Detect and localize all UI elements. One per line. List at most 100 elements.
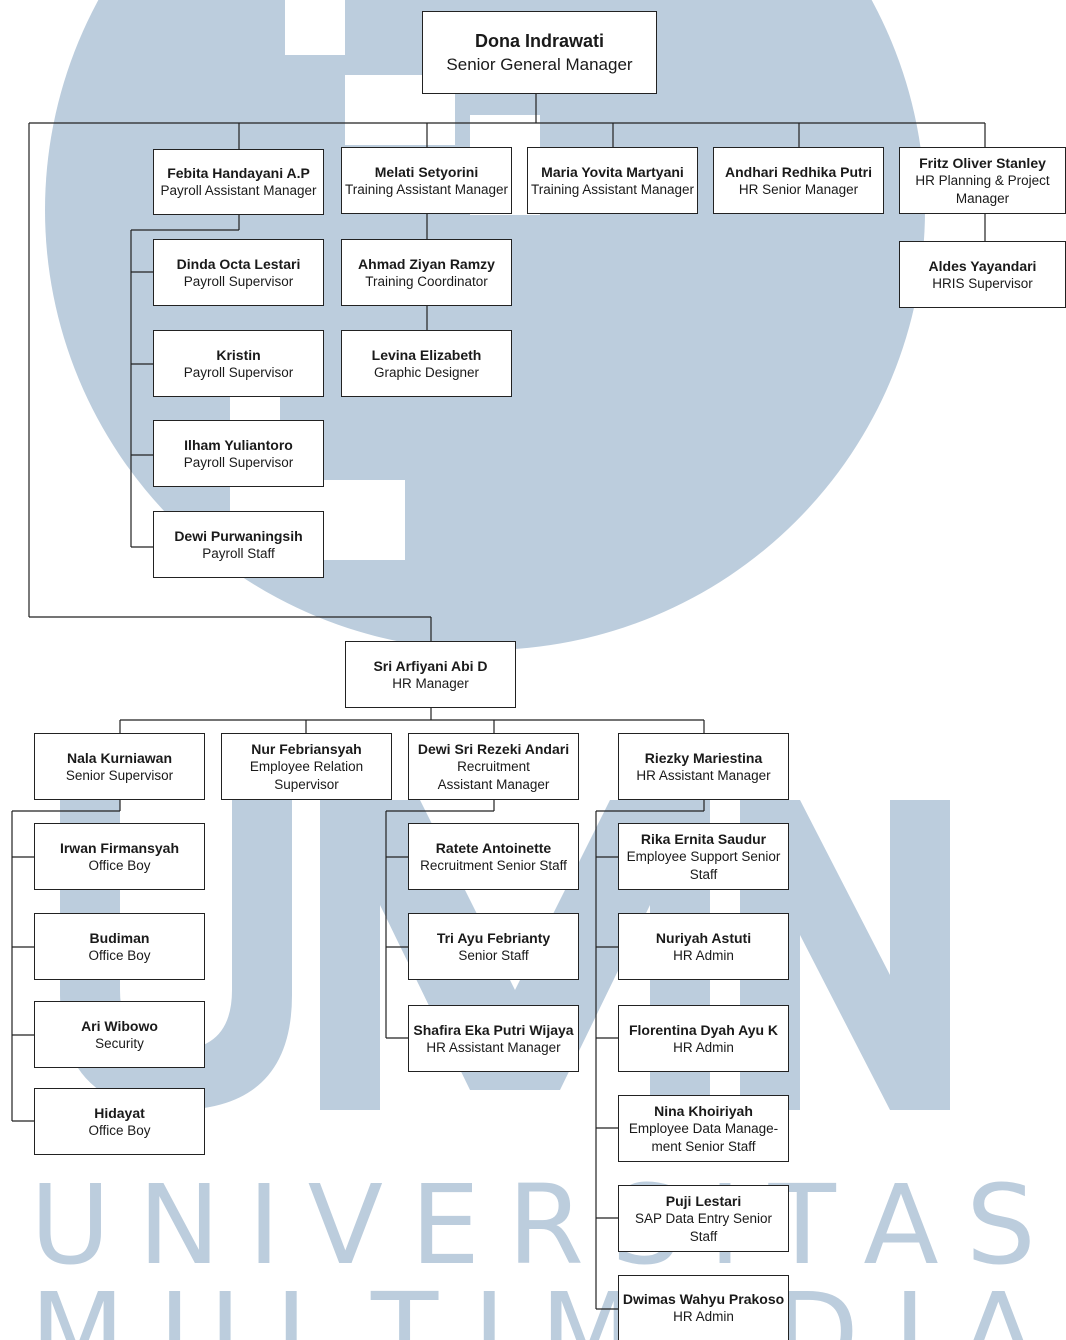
node-name: Rika Ernita Saudur (640, 830, 767, 847)
node-name: Budiman (89, 929, 150, 946)
node-name: Nina Khoiriyah (654, 1102, 753, 1119)
node-role: Senior Staff (458, 947, 529, 963)
node-role: Senior Supervisor (65, 767, 174, 783)
node-hr-manager: Sri Arfiyani Abi D HR Manager (345, 641, 516, 708)
node-role: Recruitment Assistant Manager (437, 758, 550, 792)
node-name: Ahmad Ziyan Ramzy (358, 255, 495, 272)
node-hr-senior-manager: Andhari Redhika Putri HR Senior Manager (713, 147, 884, 214)
node-role: Payroll Supervisor (183, 364, 294, 380)
node-hr-admin-1: Nuriyah Astuti HR Admin (618, 913, 789, 980)
node-security: Ari Wibowo Security (34, 1001, 205, 1068)
node-graphic-designer: Levina Elizabeth Graphic Designer (341, 330, 512, 397)
node-role: SAP Data Entry Senior Staff (634, 1210, 773, 1244)
node-name: Dewi Sri Rezeki Andari (417, 740, 570, 757)
node-role: Training Coordinator (365, 273, 488, 289)
node-role: Training Assistant Manager (344, 181, 509, 197)
node-role: Payroll Staff (202, 545, 275, 561)
node-name: Andhari Redhika Putri (724, 163, 873, 180)
node-role: HR Admin (673, 1039, 734, 1055)
node-senior-staff: Tri Ayu Febrianty Senior Staff (408, 913, 579, 980)
node-name: Nala Kurniawan (66, 749, 173, 766)
node-senior-supervisor: Nala Kurniawan Senior Supervisor (34, 733, 205, 800)
node-role: HR Admin (673, 1309, 734, 1324)
node-payroll-supervisor-1: Dinda Octa Lestari Payroll Supervisor (153, 239, 324, 306)
watermark-row1-letter: U (30, 1161, 111, 1289)
node-role: HRIS Supervisor (932, 275, 1033, 291)
node-employee-support-senior-staff: Rika Ernita Saudur Employee Support Seni… (618, 823, 789, 890)
node-name: Maria Yovita Martyani (541, 163, 684, 180)
node-name: Riezky Mariestina (644, 749, 763, 766)
watermark-row1-letter: N (138, 1161, 221, 1289)
node-hr-planning-project-manager: Fritz Oliver Stanley HR Planning & Proje… (899, 147, 1066, 214)
node-recruitment-assistant-manager: Dewi Sri Rezeki Andari Recruitment Assis… (408, 733, 579, 800)
node-hr-admin-3: Dwimas Wahyu Prakoso HR Admin (618, 1275, 789, 1340)
node-name: Puji Lestari (665, 1192, 742, 1209)
watermark-row2-letter: I (893, 1269, 926, 1340)
watermark-row2-letter: M (30, 1269, 125, 1340)
watermark-row1-letter: S (966, 1161, 1036, 1289)
node-senior-general-manager: Dona Indrawati Senior General Manager (422, 11, 657, 94)
node-name: Irwan Firmansyah (59, 839, 180, 856)
node-role: Payroll Supervisor (183, 454, 294, 470)
watermark-row1-letter: V (307, 1161, 383, 1289)
node-recruitment-senior-staff: Ratete Antoinette Recruitment Senior Sta… (408, 823, 579, 890)
node-name: Dona Indrawati (474, 30, 604, 51)
node-role: Employee Support Senior Staff (626, 848, 781, 882)
watermark-row2-letter: L (274, 1269, 337, 1340)
node-payroll-assistant-manager: Febita Handayani A.P Payroll Assistant M… (153, 149, 324, 215)
node-training-coordinator: Ahmad Ziyan Ramzy Training Coordinator (341, 239, 512, 306)
node-payroll-supervisor-3: Ilham Yuliantoro Payroll Supervisor (153, 420, 324, 487)
node-role: Payroll Assistant Manager (160, 183, 317, 198)
watermark-row1-letter: A (863, 1161, 939, 1289)
node-sap-data-entry-senior-staff: Puji Lestari SAP Data Entry Senior Staff (618, 1185, 789, 1252)
watermark-row2-letter: I (472, 1269, 506, 1340)
node-name: Kristin (216, 346, 261, 363)
node-role: Office Boy (88, 1122, 151, 1138)
node-hr-assistant-manager-2: Shafira Eka Putri Wijaya HR Assistant Ma… (408, 1005, 579, 1072)
watermark-row1-letter: I (247, 1161, 281, 1289)
node-role: Training Assistant Manager (530, 181, 695, 197)
node-name: Shafira Eka Putri Wijaya (413, 1021, 574, 1038)
node-payroll-staff: Dewi Purwaningsih Payroll Staff (153, 511, 324, 578)
node-name: Tri Ayu Febrianty (436, 929, 551, 946)
node-role: Payroll Supervisor (183, 273, 294, 289)
node-training-assistant-manager-1: Melati Setyorini Training Assistant Mana… (341, 147, 512, 214)
node-office-boy-3: Hidayat Office Boy (34, 1088, 205, 1155)
watermark-row1-letter: E (410, 1161, 480, 1289)
node-role: Employee Data Manage-ment Senior Staff (628, 1120, 779, 1154)
node-name: Aldes Yayandari (928, 257, 1037, 274)
node-name: Levina Elizabeth (371, 346, 482, 363)
node-role: Recruitment Senior Staff (420, 857, 567, 873)
node-role: Senior General Manager (446, 54, 633, 74)
node-name: Sri Arfiyani Abi D (373, 657, 488, 674)
node-name: Ratete Antoinette (435, 839, 552, 856)
node-role: HR Senior Manager (738, 181, 859, 197)
node-role: HR Manager (392, 675, 469, 691)
node-training-assistant-manager-2: Maria Yovita Martyani Training Assistant… (527, 147, 698, 214)
watermark-row2-letter: T (370, 1269, 439, 1340)
node-name: Nur Febriansyah (251, 740, 362, 757)
watermark-row2-letter: U (159, 1269, 241, 1340)
node-hr-assistant-manager: Riezky Mariestina HR Assistant Manager (618, 733, 789, 800)
node-name: Melati Setyorini (374, 163, 479, 180)
node-name: Dewi Purwaningsih (174, 527, 303, 544)
node-role: HR Assistant Manager (426, 1039, 561, 1055)
node-role: Security (95, 1035, 144, 1051)
node-role: Employee Relation Supervisor (249, 758, 364, 792)
node-payroll-supervisor-2: Kristin Payroll Supervisor (153, 330, 324, 397)
node-name: Hidayat (94, 1104, 145, 1121)
node-name: Florentina Dyah Ayu K (628, 1021, 779, 1038)
node-name: Febita Handayani A.P (167, 165, 310, 181)
node-role: HR Admin (673, 947, 734, 963)
node-employee-data-management-senior-staff: Nina Khoiriyah Employee Data Manage-ment… (618, 1095, 789, 1162)
node-role: HR Planning & Project Manager (915, 172, 1050, 206)
node-hris-supervisor: Aldes Yayandari HRIS Supervisor (899, 241, 1066, 308)
node-role: Office Boy (88, 947, 151, 963)
node-office-boy-1: Irwan Firmansyah Office Boy (34, 823, 205, 890)
node-name: Dwimas Wahyu Prakoso (622, 1291, 785, 1307)
node-name: Ilham Yuliantoro (184, 436, 293, 453)
node-hr-admin-2: Florentina Dyah Ayu K HR Admin (618, 1005, 789, 1072)
node-office-boy-2: Budiman Office Boy (34, 913, 205, 980)
